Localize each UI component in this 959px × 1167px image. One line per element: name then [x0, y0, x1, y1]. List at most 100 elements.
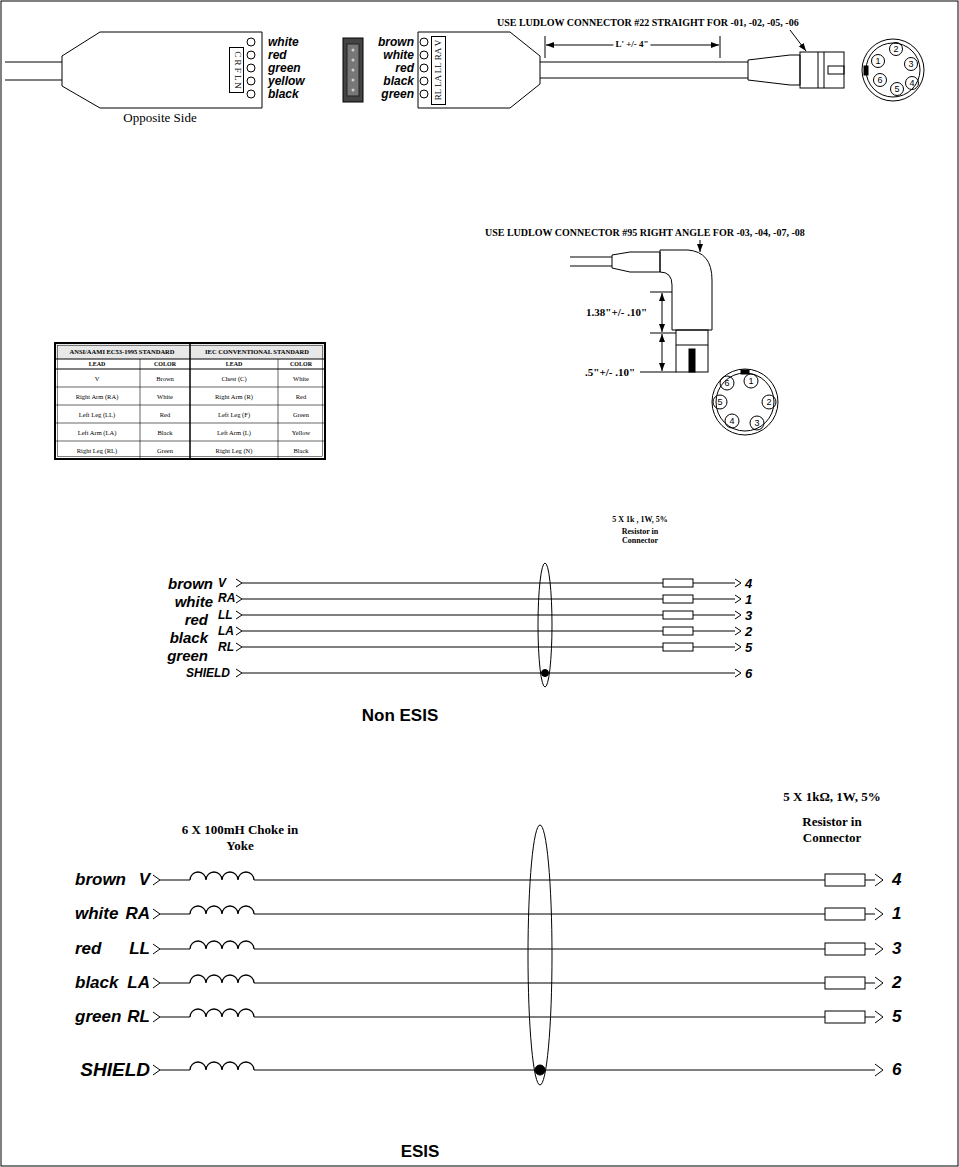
straight-connector [824, 52, 825, 88]
wire-color: black [170, 629, 208, 646]
wire-color: black [383, 74, 414, 88]
pin-terminal [875, 977, 883, 989]
yoke-body [418, 32, 540, 108]
pin-terminal [875, 874, 883, 886]
shield-wire [242, 673, 735, 674]
table-cell: Right Arm (R) [215, 393, 253, 400]
wire-terminal [153, 944, 160, 954]
table-cell: Green [157, 447, 173, 454]
pin-face [874, 74, 887, 87]
wire [242, 583, 663, 584]
resistor-symbol [825, 943, 865, 955]
yoke-body [247, 51, 255, 59]
dimension-line [650, 292, 672, 293]
resistor-symbol [825, 1011, 865, 1023]
resistor-symbol [663, 611, 693, 619]
yoke-plug [352, 79, 355, 82]
yoke-body [420, 38, 428, 46]
straight-connector [748, 52, 844, 88]
pin-terminal [875, 943, 883, 955]
lead-name: SHIELD [80, 1059, 150, 1081]
lead-label: 1 [892, 904, 901, 924]
wire [254, 880, 825, 881]
yoke-body [420, 64, 428, 72]
right-angle-connector [570, 257, 612, 258]
wire [693, 631, 735, 632]
non-esis-wiring [236, 579, 741, 677]
table-grid [55, 343, 325, 459]
wire-terminal [236, 579, 242, 587]
wire [254, 949, 825, 950]
wire-color: green [167, 647, 208, 664]
wire-color: yellow [268, 74, 305, 88]
pin-face [906, 77, 919, 90]
wire [865, 914, 875, 915]
table-cell: Right Arm (RA) [76, 393, 119, 400]
wire [160, 949, 190, 950]
lead-cable [540, 62, 748, 78]
table-cell: Green [293, 411, 309, 418]
lead-name: LL [218, 608, 233, 622]
yoke-plug [352, 49, 355, 52]
resistor-symbol [825, 908, 865, 920]
wire-color: red [185, 611, 208, 628]
wire-color: brown [378, 35, 414, 49]
lead-label: RA [125, 904, 150, 924]
table-cell: White [293, 375, 309, 382]
pin-number: 6 [877, 75, 882, 85]
lead-label: 3 [892, 939, 901, 959]
resistor-symbol [663, 627, 693, 635]
table-grid [140, 359, 141, 459]
resistor-symbol [825, 874, 865, 886]
yoke-body [247, 38, 255, 46]
wire-color: black [268, 87, 299, 101]
wire [242, 631, 663, 632]
lead-name: V [218, 576, 226, 590]
note-text: USE LUDLOW CONNECTOR #22 STRAIGHT FOR -0… [497, 17, 799, 28]
table-header: LEAD [89, 361, 106, 367]
leader-line [700, 240, 701, 252]
wire [242, 599, 663, 600]
pin-face [713, 395, 727, 409]
wire [865, 1017, 875, 1018]
lead-label: LA [127, 973, 150, 993]
lead-label: RL [127, 1007, 150, 1027]
pin-number: 5 [894, 84, 899, 94]
esis-wiring [153, 872, 883, 1076]
lead-label: brown [75, 870, 126, 890]
section-title: ESIS [401, 1142, 440, 1162]
wire [865, 949, 875, 950]
terminal-block: C R F L N [229, 47, 244, 93]
pin-number: 2 [766, 397, 771, 407]
pin-face [712, 369, 778, 435]
pin-face [720, 376, 734, 390]
wire-terminal [153, 1065, 160, 1075]
table-cell: Brown [156, 375, 174, 382]
wire [693, 647, 735, 648]
wire [865, 880, 875, 881]
wire [160, 914, 190, 915]
table-header: LEAD [226, 361, 243, 367]
lead-label: 4 [892, 870, 901, 890]
pin-face [890, 43, 903, 56]
wire [254, 1017, 825, 1018]
pin-number: 2 [745, 624, 752, 639]
lead-cable [540, 62, 748, 63]
resistor-symbol [663, 579, 693, 587]
yoke-body [62, 32, 262, 108]
shield-wire [254, 1070, 875, 1071]
lead-label: 5 [892, 1007, 901, 1027]
component-note: 5 X 1kΩ, 1W, 5% [783, 789, 880, 805]
table-header: COLOR [290, 361, 312, 367]
cable-shield [538, 563, 552, 687]
yoke-plug [343, 38, 363, 102]
resistor-symbol [825, 977, 865, 989]
pin-face [866, 43, 920, 97]
pin-face [750, 416, 764, 430]
table-cell: Right Leg (RL) [77, 447, 117, 454]
pin-number: 3 [754, 418, 759, 428]
note-text: USE LUDLOW CONNECTOR #95 RIGHT ANGLE FOR… [485, 227, 805, 238]
table-cell: Red [296, 393, 306, 400]
lead-label: LL [129, 939, 150, 959]
